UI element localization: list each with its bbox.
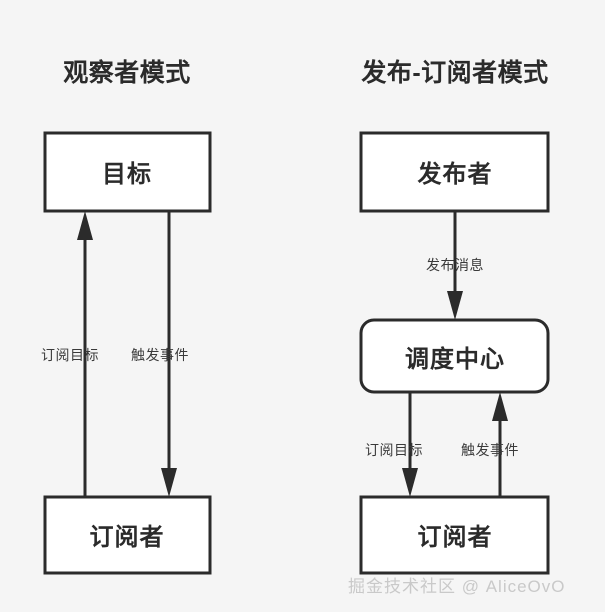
- edge-label-trigger-right: 触发事件: [461, 442, 519, 458]
- edge-trigger-event-left: 触发事件: [131, 211, 189, 497]
- node-subscriber-left: 订阅者: [43, 495, 212, 575]
- node-publisher: 发布者: [359, 131, 550, 213]
- edge-subscribe-target-arrowhead: [77, 211, 93, 240]
- edge-trigger-event-right: 触发事件: [461, 392, 519, 497]
- panel-title-observer: 观察者模式: [63, 58, 191, 87]
- edge-label-publish-message: 发布消息: [426, 257, 484, 273]
- node-dispatch-center: 调度中心: [359, 318, 550, 394]
- edge-publish-message-arrowhead: [447, 291, 463, 320]
- node-target: 目标: [43, 131, 212, 213]
- panel-title-pubsub: 发布-订阅者模式: [360, 58, 548, 87]
- node-target-box: [43, 131, 212, 213]
- edge-label-subscribe-right: 订阅目标: [365, 442, 423, 458]
- node-publisher-label: 发布者: [417, 160, 493, 188]
- panel-pubsub: 发布-订阅者模式 发布者 发布消息 调度中心 订阅目标: [359, 58, 550, 575]
- node-subscriber-left-box: [43, 495, 212, 575]
- edge-subscribe-target: 订阅目标: [41, 211, 99, 497]
- edge-label-trigger-left: 触发事件: [131, 347, 189, 363]
- watermark-label: 掘金技术社区 @ AliceOvO: [348, 577, 566, 596]
- edge-subscribe-target-right-arrowhead: [402, 468, 418, 497]
- node-dispatch-center-box: [359, 318, 550, 394]
- node-dispatch-center-label: 调度中心: [405, 345, 505, 373]
- node-target-label: 目标: [102, 161, 152, 188]
- edge-subscribe-target-right: 订阅目标: [365, 392, 423, 497]
- edge-trigger-event-left-arrowhead: [161, 468, 177, 497]
- node-subscriber-left-label: 订阅者: [90, 523, 165, 551]
- edge-trigger-event-right-arrowhead: [492, 392, 508, 421]
- node-subscriber-right-label: 订阅者: [418, 523, 493, 551]
- panel-observer: 观察者模式 目标 订阅目标 触发事件 订阅者: [41, 58, 212, 575]
- node-publisher-box: [359, 131, 550, 213]
- edge-publish-message: 发布消息: [426, 211, 484, 320]
- node-subscriber-right-box: [359, 495, 550, 575]
- node-subscriber-right: 订阅者: [359, 495, 550, 575]
- edge-label-subscribe-left: 订阅目标: [41, 347, 99, 363]
